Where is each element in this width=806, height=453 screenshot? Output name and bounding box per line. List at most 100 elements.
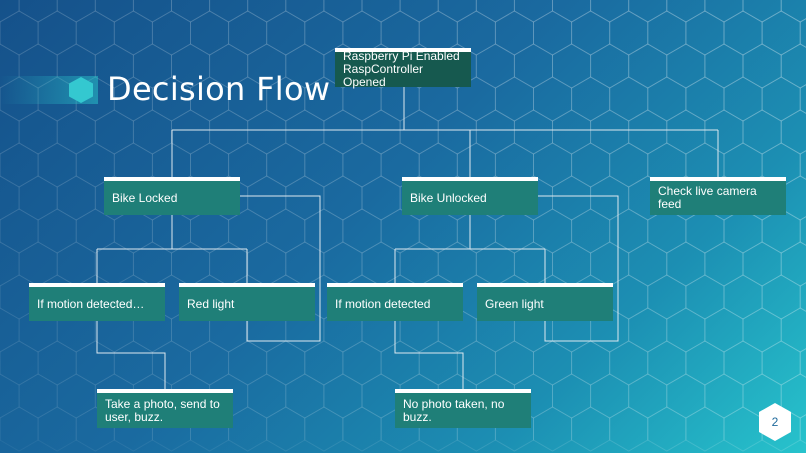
background-hexagon [456, 76, 496, 122]
node-bike-unlocked: Bike Unlocked [402, 177, 538, 215]
node-unlocked-motion-label: If motion detected [335, 296, 431, 311]
background-hexagon [75, 10, 115, 56]
background-hexagon [18, 373, 58, 419]
background-hexagon [780, 0, 806, 23]
background-hexagon [56, 0, 96, 23]
background-hexagon [399, 0, 439, 23]
background-hexagon [723, 142, 763, 188]
background-hexagon [533, 208, 573, 254]
background-hexagon [361, 0, 401, 23]
background-hexagon [247, 109, 287, 155]
background-hexagon [209, 0, 249, 23]
background-hexagon [56, 373, 96, 419]
background-hexagon [285, 175, 325, 221]
background-hexagon [552, 43, 592, 89]
background-hexagon [552, 109, 592, 155]
background-hexagon [151, 340, 191, 386]
background-hexagon [113, 10, 153, 56]
background-hexagon [132, 43, 172, 89]
background-hexagon [0, 373, 20, 419]
background-hexagon [304, 10, 344, 56]
background-hexagon [799, 84, 806, 114]
background-hexagon [132, 0, 172, 23]
background-hexagon [0, 208, 39, 254]
background-hexagon [780, 241, 806, 287]
background-hexagon [761, 76, 801, 122]
background-hexagon [266, 76, 306, 122]
background-hexagon [628, 43, 668, 89]
background-hexagon [266, 208, 306, 254]
background-hexagon [18, 109, 58, 155]
background-hexagon [285, 0, 325, 23]
background-hexagon [780, 43, 806, 89]
background-hexagon [799, 282, 806, 312]
background-hexagon [37, 10, 77, 56]
background-hexagon [799, 348, 806, 378]
background-hexagon [247, 241, 287, 287]
background-hexagon [190, 142, 230, 188]
background-hexagon [247, 175, 287, 221]
background-hexagon [228, 208, 268, 254]
background-hexagon [151, 76, 191, 122]
background-hexagon [380, 142, 420, 188]
hexagon-badge-icon [759, 403, 791, 441]
background-hexagon [37, 142, 77, 188]
connector-to-take-photo [96, 321, 166, 389]
background-hexagon [513, 0, 553, 23]
background-hexagon [0, 109, 20, 155]
background-hexagon [475, 241, 515, 287]
background-hexagon [418, 340, 458, 386]
background-hexagon [361, 175, 401, 221]
background-hexagon [590, 43, 630, 89]
connector-unlocked-bracket [538, 195, 619, 342]
background-hexagon [171, 43, 211, 89]
background-hexagon [399, 241, 439, 287]
background-hexagon [647, 274, 687, 320]
background-hexagon [94, 109, 134, 155]
background-hexagon [571, 76, 611, 122]
background-hexagon [285, 241, 325, 287]
background-hexagon [171, 0, 211, 23]
background-hexagon [571, 208, 611, 254]
background-hexagon [761, 10, 801, 56]
background-hexagon [647, 340, 687, 386]
background-hexagon [456, 142, 496, 188]
background-hexagon [190, 10, 230, 56]
background-hexagon [475, 43, 515, 89]
background-hexagon [494, 10, 534, 56]
background-hexagon [552, 175, 592, 221]
node-no-photo: No photo taken, no buzz. [395, 389, 531, 428]
background-hexagon [456, 340, 496, 386]
background-hexagon [704, 307, 744, 353]
background-hexagon [342, 340, 382, 386]
node-take-photo: Take a photo, send to user, buzz. [97, 389, 233, 428]
connector-locked-bracket [240, 195, 321, 342]
background-hexagon [685, 76, 725, 122]
background-hexagon [0, 142, 39, 188]
background-hexagon [685, 406, 725, 452]
node-red-light-label: Red light [187, 296, 235, 311]
background-hexagon [628, 307, 668, 353]
background-hexagon [285, 373, 325, 419]
background-hexagon [75, 142, 115, 188]
background-hexagon [418, 142, 458, 188]
background-hexagon [94, 0, 134, 23]
background-hexagon [761, 274, 801, 320]
background-hexagon [37, 208, 77, 254]
background-hexagon [533, 76, 573, 122]
background-hexagon [552, 0, 592, 23]
background-hexagon [666, 0, 706, 23]
background-hexagon [418, 10, 458, 56]
page-number: 2 [771, 415, 779, 429]
background-hexagon [609, 208, 649, 254]
background-hexagon [761, 340, 801, 386]
background-hexagon [704, 109, 744, 155]
background-hexagon [494, 76, 534, 122]
background-hexagon [266, 142, 306, 188]
background-hexagon [780, 307, 806, 353]
background-hexagon [285, 43, 325, 89]
background-hexagon [723, 76, 763, 122]
background-hexagon [304, 340, 344, 386]
background-hexagon [323, 0, 363, 23]
